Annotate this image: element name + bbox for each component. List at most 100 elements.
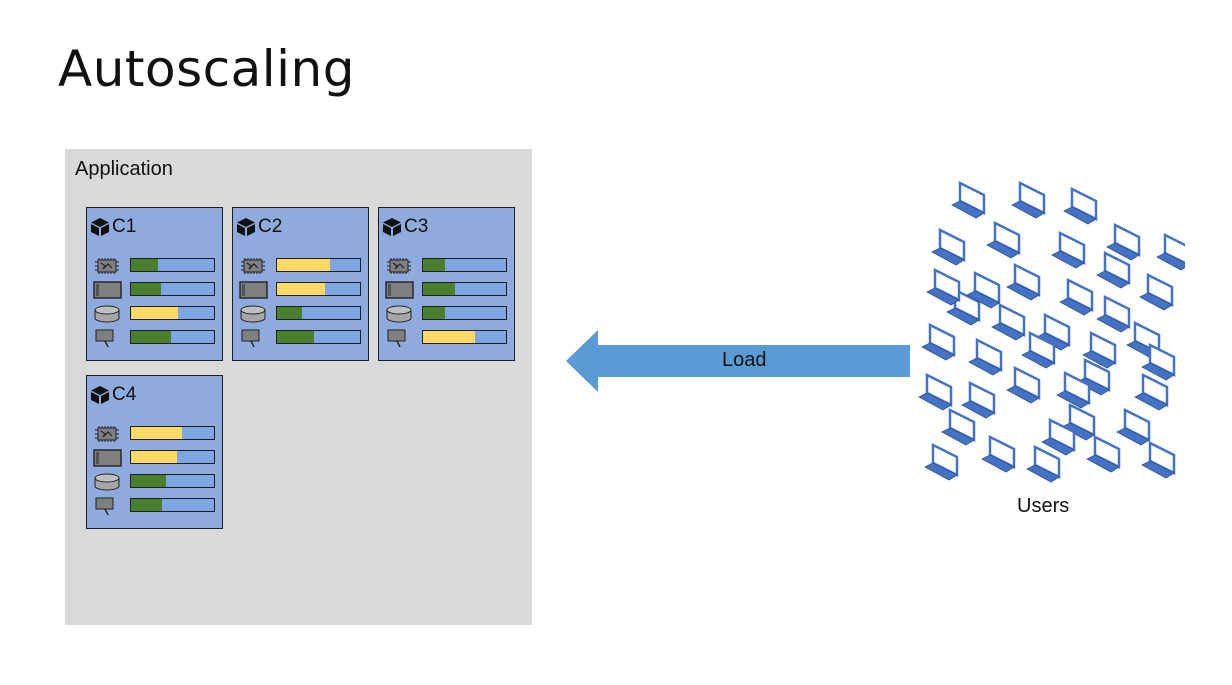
user-laptop-icon xyxy=(1096,250,1131,289)
user-laptop-icon xyxy=(961,380,996,419)
metric-memory xyxy=(93,281,217,299)
container-c2: C2 xyxy=(232,207,369,361)
container-cube-icon xyxy=(237,218,255,236)
container-name: C2 xyxy=(258,216,283,237)
metric-cpu xyxy=(385,257,509,275)
metric-fill xyxy=(131,451,177,463)
metric-disk xyxy=(93,305,217,323)
application-box: Application C1 xyxy=(65,149,532,625)
user-laptop-icon xyxy=(1006,365,1041,404)
container-c4: C4 xyxy=(86,375,223,529)
user-laptop-icon xyxy=(1106,222,1141,261)
slide-title: Autoscaling xyxy=(58,40,355,98)
metric-fill xyxy=(131,331,171,343)
metric-fill xyxy=(277,307,302,319)
container-cube-icon xyxy=(91,218,109,236)
application-label: Application xyxy=(75,158,173,180)
container-c3: C3 xyxy=(378,207,515,361)
user-laptop-icon xyxy=(1141,440,1176,479)
user-laptop-icon xyxy=(951,180,986,219)
user-laptop-icon xyxy=(1116,407,1151,446)
metric-disk xyxy=(93,473,217,491)
metric-disk xyxy=(239,305,363,323)
user-laptop-icon xyxy=(966,270,1001,309)
container-cube-icon xyxy=(383,218,401,236)
network-icon xyxy=(241,329,260,347)
metric-fill xyxy=(423,283,456,295)
metric-fill xyxy=(131,427,182,439)
metric-cpu xyxy=(239,257,363,275)
user-laptop-icon xyxy=(941,407,976,446)
user-laptop-icon xyxy=(1063,186,1098,225)
metric-fill xyxy=(131,283,161,295)
memory-icon xyxy=(93,449,122,467)
user-laptop-icon xyxy=(1061,402,1096,441)
user-laptop-icon xyxy=(931,227,966,266)
metric-fill xyxy=(131,475,166,487)
network-icon xyxy=(387,329,406,347)
user-laptop-icon xyxy=(991,302,1026,341)
network-icon xyxy=(95,329,114,347)
user-laptop-icon xyxy=(1086,434,1121,473)
load-arrow-icon xyxy=(566,330,910,392)
memory-icon xyxy=(239,281,268,299)
user-laptop-icon xyxy=(926,267,961,306)
user-laptop-icon xyxy=(921,322,956,361)
user-laptop-icon xyxy=(1051,230,1086,269)
cpu-icon xyxy=(95,258,119,274)
users-label: Users xyxy=(1017,495,1070,517)
user-laptop-icon xyxy=(1139,272,1174,311)
user-laptop-icon xyxy=(968,337,1003,376)
container-name: C4 xyxy=(112,384,137,405)
user-laptop-icon xyxy=(1021,330,1056,369)
load-label: Load xyxy=(722,349,767,371)
user-laptop-icon xyxy=(981,434,1016,473)
memory-icon xyxy=(385,281,414,299)
metric-cpu xyxy=(93,257,217,275)
load-arrow-shape xyxy=(566,330,910,392)
metric-fill xyxy=(277,331,315,343)
metric-network xyxy=(93,329,217,347)
user-laptop-icon xyxy=(1011,180,1046,219)
user-laptop-icon xyxy=(1096,294,1131,333)
metric-network xyxy=(93,497,217,515)
user-laptop-icon xyxy=(1006,262,1041,301)
metric-fill xyxy=(423,259,446,271)
container-cube-icon xyxy=(91,386,109,404)
metric-cpu xyxy=(93,425,217,443)
user-laptop-icon xyxy=(1036,312,1071,351)
metric-fill xyxy=(423,331,476,343)
metric-fill xyxy=(131,307,179,319)
container-c1: C1 xyxy=(86,207,223,361)
metric-fill xyxy=(131,499,162,511)
user-laptop-icon xyxy=(924,442,959,481)
user-laptop-icon xyxy=(1134,372,1169,411)
user-laptop-icon xyxy=(986,220,1021,259)
user-laptop-icon xyxy=(1026,444,1061,483)
disk-icon xyxy=(94,305,120,323)
network-icon xyxy=(95,497,114,515)
user-laptop-icon xyxy=(1156,232,1185,271)
metric-fill xyxy=(277,283,326,295)
user-laptop-icon xyxy=(918,372,953,411)
disk-icon xyxy=(240,305,266,323)
cpu-icon xyxy=(387,258,411,274)
user-laptop-icon xyxy=(1082,330,1117,369)
metric-memory xyxy=(385,281,509,299)
metric-fill xyxy=(423,307,446,319)
user-laptop-icon xyxy=(1041,417,1076,456)
metric-memory xyxy=(239,281,363,299)
memory-icon xyxy=(93,281,122,299)
metric-memory xyxy=(93,449,217,467)
user-laptop-icon xyxy=(1059,277,1094,316)
cpu-icon xyxy=(95,426,119,442)
metric-disk xyxy=(385,305,509,323)
metric-network xyxy=(239,329,363,347)
disk-icon xyxy=(94,473,120,491)
user-laptop-icon xyxy=(1141,342,1176,381)
container-name: C3 xyxy=(404,216,429,237)
user-laptop-icon xyxy=(1056,370,1091,409)
cpu-icon xyxy=(241,258,265,274)
metric-fill xyxy=(131,259,159,271)
container-name: C1 xyxy=(112,216,137,237)
